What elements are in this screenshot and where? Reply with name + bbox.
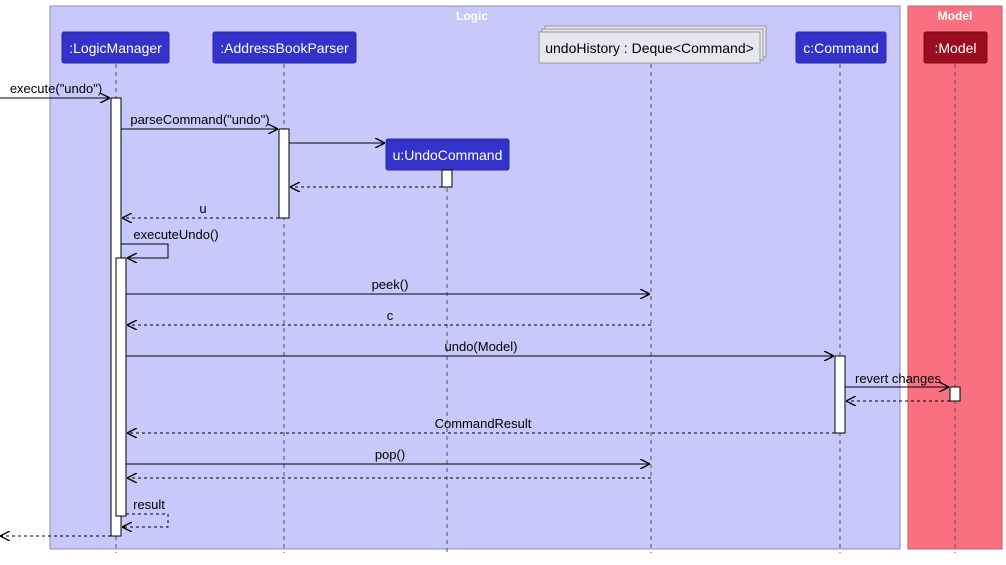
message-execute-undo-arrow	[121, 243, 169, 258]
message-parse-command-label: parseCommand("undo")	[130, 112, 269, 127]
message-result-arrow	[122, 513, 169, 527]
message-return-u-label: u	[199, 201, 206, 216]
participant-undo-command: u:UndoCommand	[385, 138, 510, 171]
logic-frame	[49, 5, 901, 550]
model-frame-title: Model	[938, 9, 973, 23]
activation-command	[834, 355, 846, 434]
message-result-label: result	[133, 497, 165, 512]
participant-model-label: :Model	[934, 40, 976, 56]
participant-parser: :AddressBookParser	[212, 31, 357, 64]
message-revert-changes-label: revert changes	[855, 371, 941, 386]
participant-model: :Model	[923, 31, 988, 64]
message-return-c-label: c	[387, 308, 394, 323]
logic-frame-title: Logic	[456, 9, 488, 23]
message-peek-label: peek()	[372, 277, 409, 292]
participant-parser-label: :AddressBookParser	[220, 40, 349, 56]
message-pop-label: pop()	[375, 447, 405, 462]
participant-undo-history: undoHistory : Deque<Command>	[538, 25, 767, 64]
activation-parser	[278, 128, 290, 219]
participant-undo-history-label: undoHistory : Deque<Command>	[545, 40, 754, 56]
activation-model	[949, 386, 961, 402]
message-undo-model-label: undo(Model)	[445, 339, 518, 354]
message-command-result-label: CommandResult	[435, 416, 532, 431]
activation-undo-command	[441, 169, 453, 188]
activation-logic-manager-nested	[115, 257, 127, 517]
participant-undo-command-label: u:UndoCommand	[393, 147, 503, 163]
participant-command: c:Command	[795, 31, 887, 64]
participant-logic-manager-label: :LogicManager	[69, 40, 162, 56]
participant-logic-manager: :LogicManager	[61, 31, 170, 64]
participant-command-label: c:Command	[803, 40, 878, 56]
message-execute-undo-label: executeUndo()	[133, 227, 218, 242]
message-execute-label: execute("undo")	[10, 81, 102, 96]
